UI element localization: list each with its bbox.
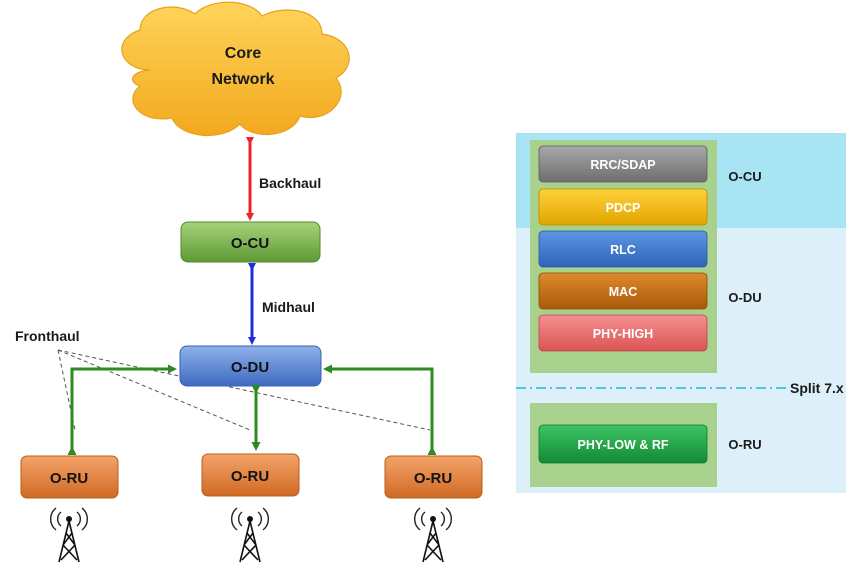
ocu-node: O-CU xyxy=(180,221,321,263)
core-network-label-line2: Network xyxy=(211,71,274,88)
layer-rrc-sdap: RRC/SDAP xyxy=(538,145,708,183)
backhaul-label: Backhaul xyxy=(259,175,321,191)
core-network-cloud: Core Network xyxy=(121,1,350,137)
antenna-tower-icon xyxy=(231,507,269,563)
odu-label: O-DU xyxy=(231,359,269,376)
stack-group-oru-label: O-RU xyxy=(728,437,761,452)
fronthaul-arrow-right xyxy=(323,364,437,455)
layer-pdcp: PDCP xyxy=(538,188,708,226)
odu-node: O-DU xyxy=(179,345,322,387)
midhaul-label: Midhaul xyxy=(262,299,315,315)
oru-label-1: O-RU xyxy=(50,470,88,487)
oru-label-2: O-RU xyxy=(231,468,269,485)
layer-pdcp-label: PDCP xyxy=(606,201,641,215)
layer-rlc: RLC xyxy=(538,230,708,268)
antenna-tower-icon xyxy=(50,507,88,563)
oru-node-3: O-RU xyxy=(384,455,483,499)
fronthaul-label: Fronthaul xyxy=(15,328,80,344)
layer-phy-high-label: PHY-HIGH xyxy=(593,327,653,341)
oru-label-3: O-RU xyxy=(414,470,452,487)
cloud-shape xyxy=(121,1,350,137)
stack-group-ocu-label: O-CU xyxy=(728,169,761,184)
layer-phy-low-rf-label: PHY-LOW & RF xyxy=(578,438,669,452)
layer-phy-high: PHY-HIGH xyxy=(538,314,708,352)
ocu-label: O-CU xyxy=(231,235,269,252)
layer-rrc-sdap-label: RRC/SDAP xyxy=(590,158,655,172)
oru-node-2: O-RU xyxy=(201,453,300,497)
fronthaul-arrow-left xyxy=(67,364,177,455)
layer-mac: MAC xyxy=(538,272,708,310)
split-label: Split 7.x xyxy=(790,380,844,396)
layer-rlc-label: RLC xyxy=(610,243,636,257)
layer-phy-low-rf: PHY-LOW & RF xyxy=(538,424,708,464)
stack-group-odu-label: O-DU xyxy=(728,290,761,305)
protocol-stack-panel: RRC/SDAP PDCP RLC MAC PHY-HIGH PHY-LOW &… xyxy=(516,133,846,493)
fronthaul-arrows xyxy=(67,364,437,455)
layer-mac-label: MAC xyxy=(609,285,637,299)
oru-node-1: O-RU xyxy=(20,455,119,499)
core-network-label-line1: Core xyxy=(225,45,262,62)
antenna-tower-icon xyxy=(414,507,452,563)
